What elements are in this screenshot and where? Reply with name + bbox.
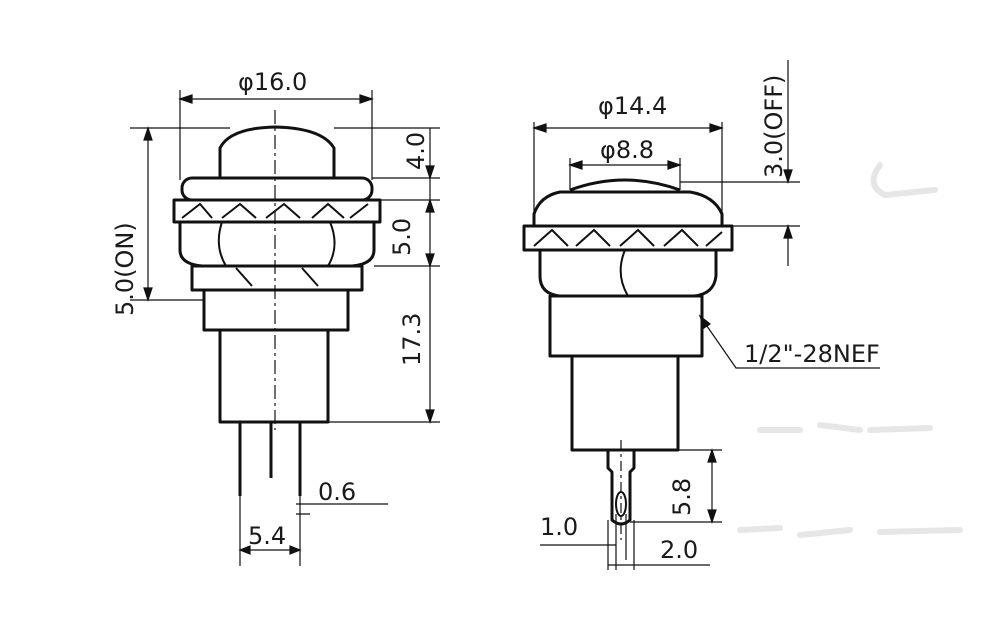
- right-dimensions: [532, 60, 880, 570]
- right-threaded-stem: [548, 294, 704, 358]
- right-terminal-width-label: 2.0: [660, 536, 698, 564]
- right-terminal-length-label: 5.8: [668, 478, 696, 516]
- right-dome-cap: [569, 178, 681, 192]
- left-cap-height-label: 4.0: [402, 132, 430, 170]
- left-body: [218, 328, 330, 424]
- right-hole-label: 1.0: [540, 513, 578, 541]
- right-upper-flange: [532, 190, 724, 226]
- right-outer-diameter-label: φ14.4: [598, 92, 667, 120]
- right-switch-view: [522, 178, 734, 540]
- left-upper-flange: [180, 176, 374, 202]
- right-body: [570, 354, 680, 452]
- right-cap-diameter-label: φ8.8: [600, 136, 654, 164]
- left-pin-width-label: 0.6: [318, 478, 356, 506]
- left-nut-height-label: 5.0: [388, 218, 416, 256]
- left-threaded-stem: [202, 288, 350, 332]
- left-dimensions: [130, 90, 440, 566]
- right-hex-nut: [538, 248, 718, 298]
- left-diameter-label: φ16.0: [238, 68, 307, 96]
- left-body-height-label: 17.3: [398, 313, 426, 366]
- left-pin-spacing-label: 5.4: [248, 522, 286, 550]
- right-off-stroke-label: 3.0(OFF): [760, 75, 788, 178]
- left-button-cap: [218, 125, 336, 178]
- left-stroke-label: 5.0(ON): [111, 222, 139, 316]
- right-thread-label: 1/2"-28NEF: [744, 340, 880, 368]
- left-hex-nut: [178, 220, 376, 268]
- left-switch-view: [172, 110, 382, 496]
- left-lower-nut: [190, 264, 364, 292]
- watermark-marks: [737, 162, 963, 538]
